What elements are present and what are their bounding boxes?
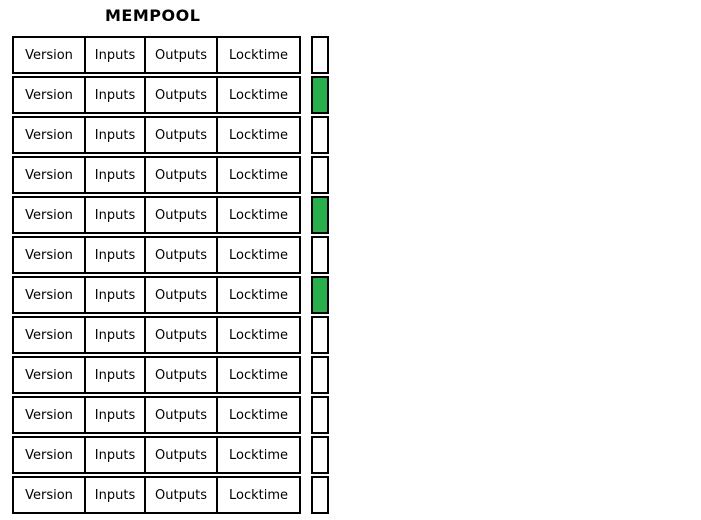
tx-field-outputs: Outputs <box>144 76 218 114</box>
tx-field-version: Version <box>12 236 86 274</box>
tx-field-locktime: Locktime <box>216 316 301 354</box>
tx-field-locktime: Locktime <box>216 76 301 114</box>
tx-field-outputs: Outputs <box>144 396 218 434</box>
tx-field-inputs: Inputs <box>84 436 146 474</box>
tx-field-version: Version <box>12 196 86 234</box>
tx-field-inputs: Inputs <box>84 236 146 274</box>
tx-field-outputs: Outputs <box>144 36 218 74</box>
tx-field-inputs: Inputs <box>84 356 146 394</box>
tx-field-locktime: Locktime <box>216 396 301 434</box>
tx-field-outputs: Outputs <box>144 116 218 154</box>
tx-field-inputs: Inputs <box>84 36 146 74</box>
tx-field-locktime: Locktime <box>216 36 301 74</box>
tx-field-outputs: Outputs <box>144 236 218 274</box>
tx-field-version: Version <box>12 436 86 474</box>
tx-field-version: Version <box>12 156 86 194</box>
tx-field-outputs: Outputs <box>144 436 218 474</box>
status-badge[interactable] <box>311 156 329 194</box>
tx-field-inputs: Inputs <box>84 116 146 154</box>
tx-field-version: Version <box>12 36 86 74</box>
tx-field-version: Version <box>12 276 86 314</box>
page-title: MEMPOOL <box>105 6 201 25</box>
tx-field-inputs: Inputs <box>84 76 146 114</box>
tx-field-inputs: Inputs <box>84 196 146 234</box>
tx-field-version: Version <box>12 116 86 154</box>
tx-field-locktime: Locktime <box>216 116 301 154</box>
tx-field-outputs: Outputs <box>144 316 218 354</box>
tx-field-outputs: Outputs <box>144 356 218 394</box>
tx-field-version: Version <box>12 316 86 354</box>
tx-field-inputs: Inputs <box>84 276 146 314</box>
tx-field-version: Version <box>12 356 86 394</box>
tx-field-inputs: Inputs <box>84 316 146 354</box>
tx-field-locktime: Locktime <box>216 236 301 274</box>
status-badge[interactable] <box>311 76 329 114</box>
status-badge[interactable] <box>311 116 329 154</box>
tx-field-outputs: Outputs <box>144 156 218 194</box>
status-badge[interactable] <box>311 316 329 354</box>
tx-field-locktime: Locktime <box>216 436 301 474</box>
tx-field-locktime: Locktime <box>216 276 301 314</box>
status-badge[interactable] <box>311 196 329 234</box>
status-badge[interactable] <box>311 236 329 274</box>
status-badge[interactable] <box>311 436 329 474</box>
tx-field-version: Version <box>12 76 86 114</box>
tx-field-version: Version <box>12 476 86 514</box>
tx-field-locktime: Locktime <box>216 196 301 234</box>
tx-field-outputs: Outputs <box>144 476 218 514</box>
status-badge[interactable] <box>311 396 329 434</box>
tx-field-locktime: Locktime <box>216 356 301 394</box>
tx-field-inputs: Inputs <box>84 156 146 194</box>
tx-field-inputs: Inputs <box>84 396 146 434</box>
tx-field-version: Version <box>12 396 86 434</box>
tx-field-locktime: Locktime <box>216 476 301 514</box>
status-badge[interactable] <box>311 36 329 74</box>
status-badge[interactable] <box>311 356 329 394</box>
status-badge[interactable] <box>311 276 329 314</box>
status-badge[interactable] <box>311 476 329 514</box>
tx-field-inputs: Inputs <box>84 476 146 514</box>
tx-field-locktime: Locktime <box>216 156 301 194</box>
tx-field-outputs: Outputs <box>144 196 218 234</box>
tx-field-outputs: Outputs <box>144 276 218 314</box>
